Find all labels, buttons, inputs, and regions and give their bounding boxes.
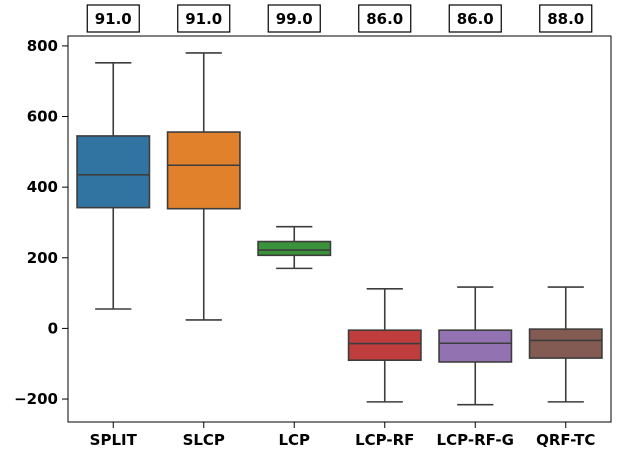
box-lcp-rf-g xyxy=(438,286,513,406)
y-tick-label: 0 xyxy=(48,319,58,337)
top-badge: 86.0 xyxy=(448,4,502,33)
top-badge: 91.0 xyxy=(86,4,140,33)
plot-frame xyxy=(67,35,612,423)
x-axis: SPLIT SLCP LCP LCP-RF LCP-RF-G QRF-TC xyxy=(90,422,595,449)
top-badge-box xyxy=(86,4,140,33)
top-badge-box xyxy=(267,4,321,33)
top-badge-label: 91.0 xyxy=(185,10,222,28)
top-badge-label: 91.0 xyxy=(95,10,132,28)
top-badges: 91.0 91.0 99.0 86.0 86.0 88.0 xyxy=(86,4,593,33)
top-badge-label: 86.0 xyxy=(366,10,403,28)
y-tick-label: 200 xyxy=(27,249,58,267)
y-axis: −200 0 200 400 600 800 xyxy=(14,37,68,408)
box-slcp xyxy=(166,52,241,321)
y-tick-label: 800 xyxy=(27,37,58,55)
top-badge-box xyxy=(177,4,231,33)
top-badge-box xyxy=(358,4,412,33)
x-tick-label: SPLIT xyxy=(90,431,138,449)
top-badge: 86.0 xyxy=(358,4,412,33)
iqr-box xyxy=(347,329,422,361)
iqr-box xyxy=(528,328,603,359)
box-series xyxy=(76,52,603,406)
y-tick-label: 600 xyxy=(27,108,58,126)
x-tick-label: SLCP xyxy=(183,431,225,449)
x-tick-label: LCP-RF-G xyxy=(437,431,514,449)
y-tick-label: −200 xyxy=(14,390,58,408)
top-badge-label: 99.0 xyxy=(276,10,313,28)
top-badge: 91.0 xyxy=(177,4,231,33)
box-qrf-tc xyxy=(528,286,603,403)
box-lcp xyxy=(257,225,332,270)
top-badge-label: 88.0 xyxy=(547,10,584,28)
box-split xyxy=(76,62,151,310)
y-tick-label: 400 xyxy=(27,178,58,196)
box-lcp-rf xyxy=(347,288,422,403)
x-tick-label: QRF-TC xyxy=(536,431,595,449)
top-badge: 88.0 xyxy=(539,4,593,33)
top-badge-label: 86.0 xyxy=(457,10,494,28)
top-badge-box xyxy=(539,4,593,33)
x-tick-label: LCP xyxy=(278,431,310,449)
top-badge: 99.0 xyxy=(267,4,321,33)
x-tick-label: LCP-RF xyxy=(355,431,414,449)
iqr-box xyxy=(257,240,332,257)
iqr-box xyxy=(76,135,151,209)
iqr-box xyxy=(438,329,513,363)
top-badge-box xyxy=(448,4,502,33)
iqr-box xyxy=(166,131,241,210)
